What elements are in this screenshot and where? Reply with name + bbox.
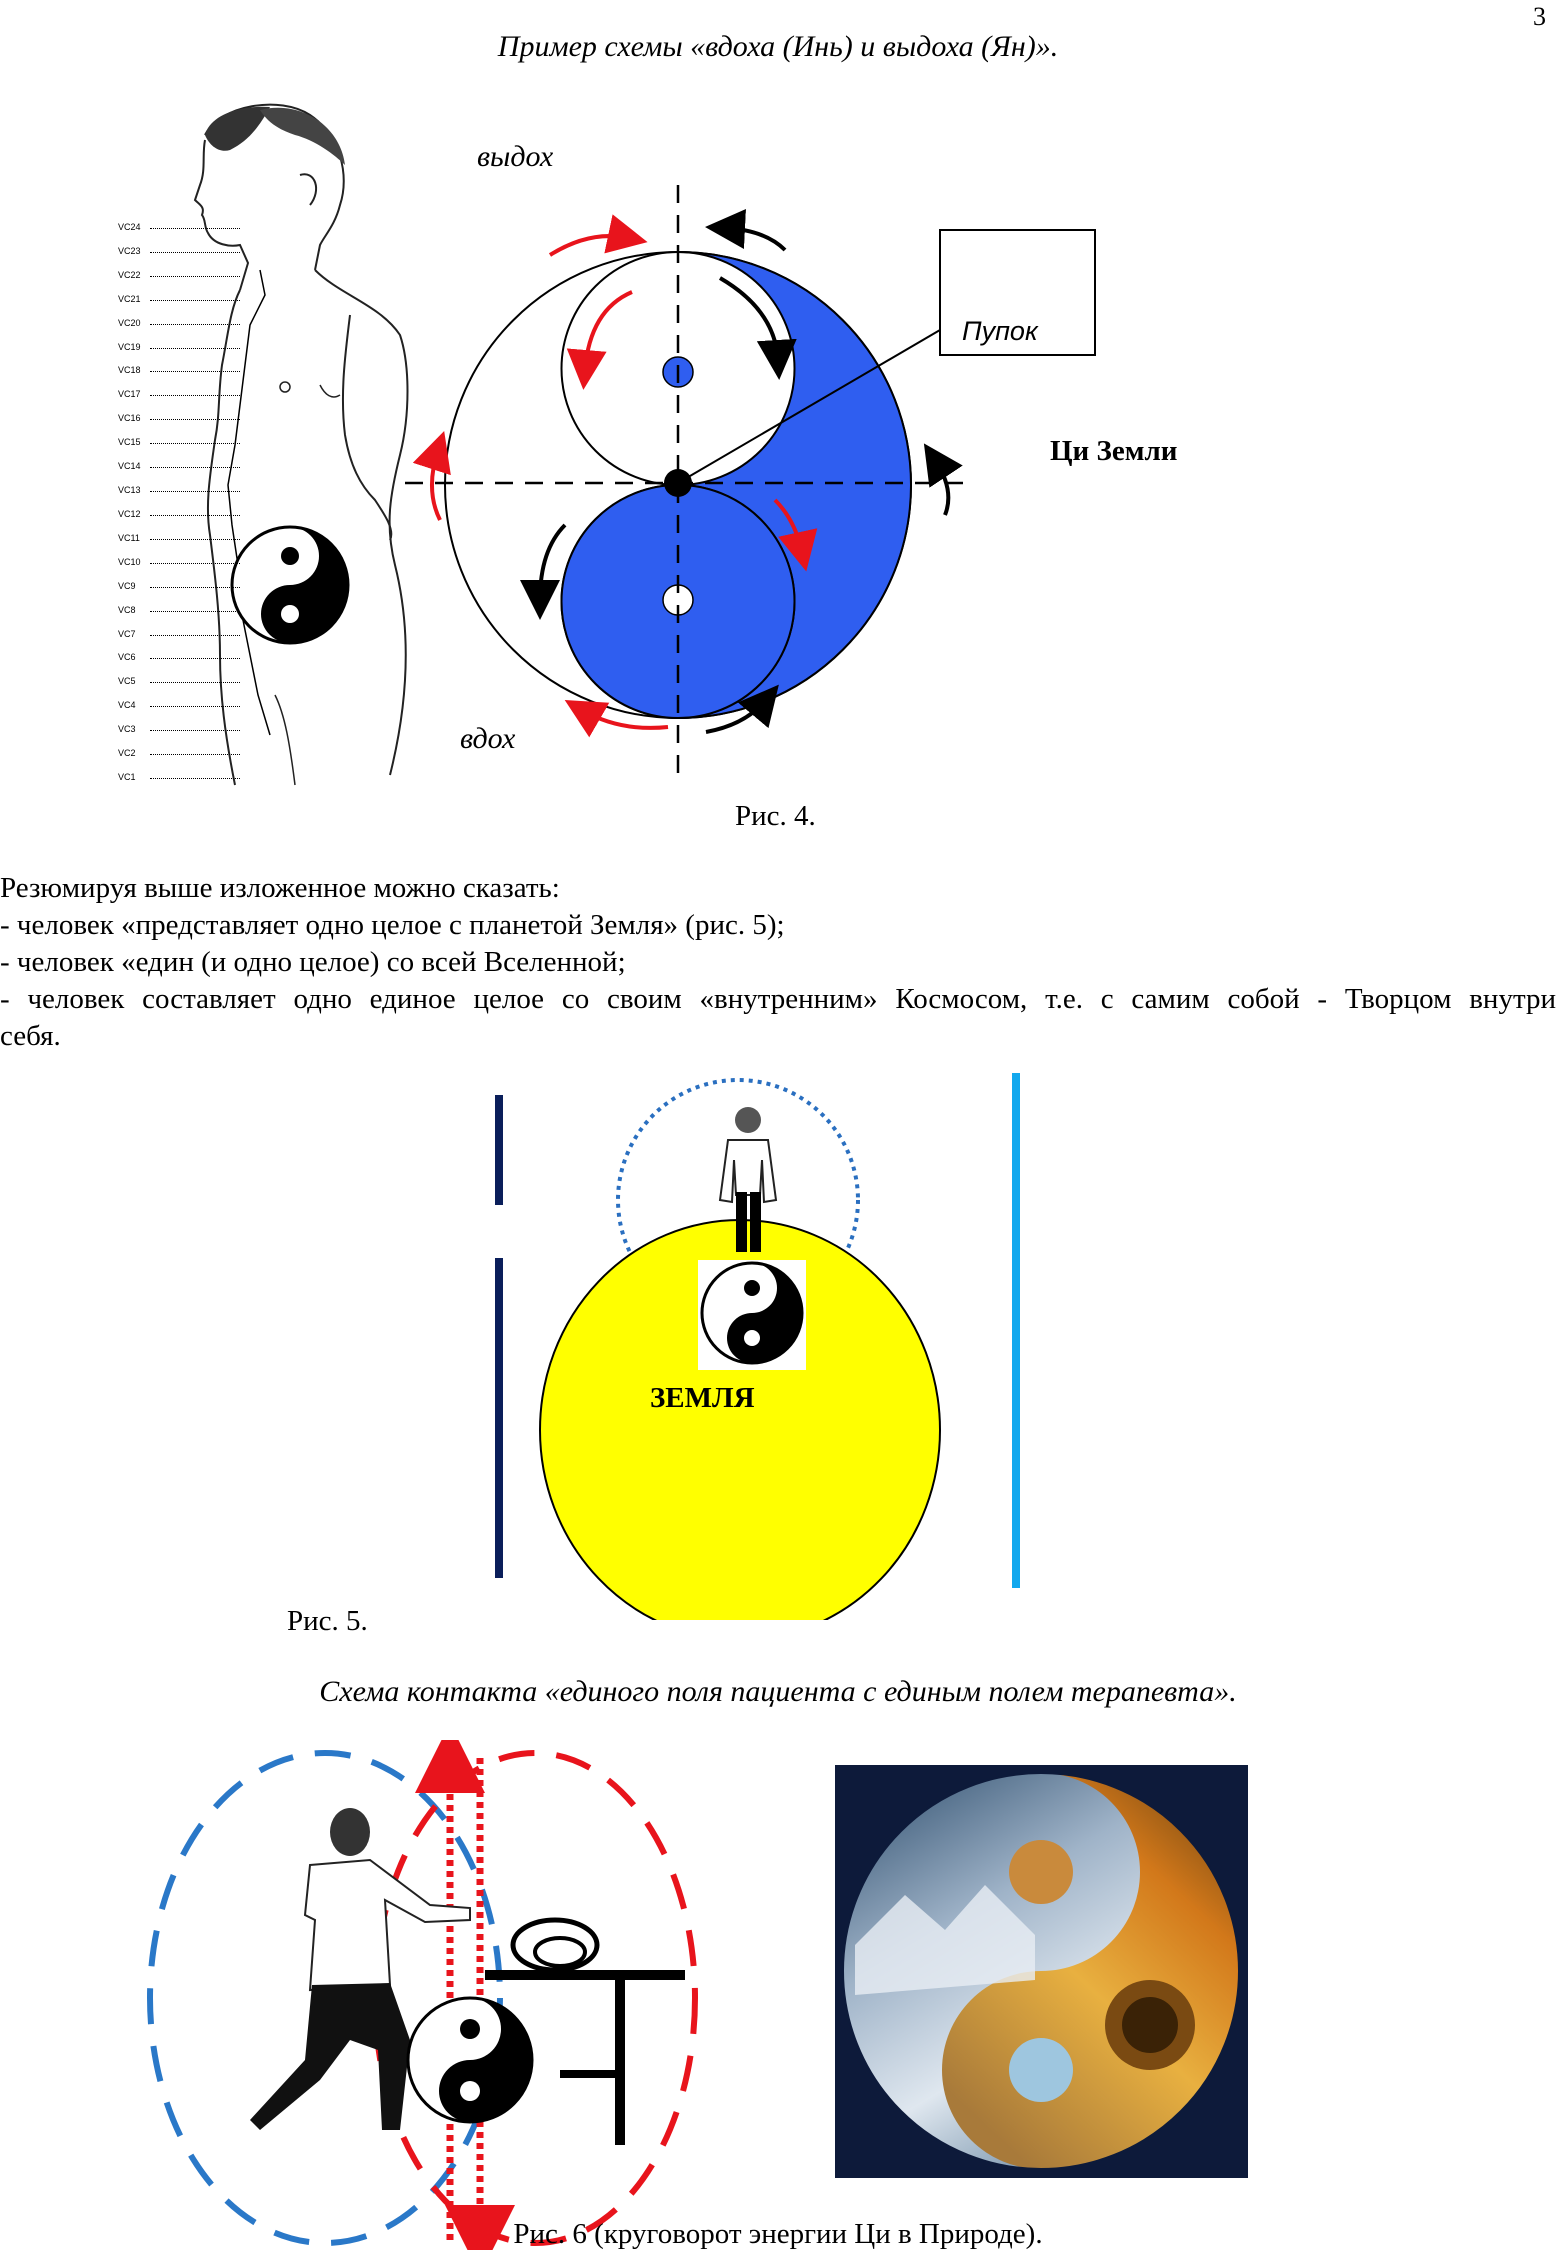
fig6-title: Схема контакта «единого поля пациента с … (319, 1675, 1237, 1708)
fig4-yinyang-diagram (405, 185, 1096, 780)
fig6-therapist-figure (250, 1808, 471, 2130)
vc-point-label: VC11 (118, 532, 140, 543)
vc-point-leader (150, 467, 240, 469)
vc-point-leader (150, 682, 240, 684)
fig4-label-exhale: выдох (477, 140, 554, 173)
vc-point-label: VC10 (118, 556, 141, 567)
fig4-label-earth-qi: Ци Земли (1050, 435, 1178, 467)
summary-item-2: - человек «един (и одно целое) со всей В… (0, 946, 626, 978)
fig4-label-inhale: вдох (460, 722, 516, 755)
summary-item-3-line-1: - человек составляет одно единое целое с… (0, 983, 1556, 1015)
summary-block: Резюмируя выше изложенное можно сказать:… (0, 870, 1556, 1055)
vc-point-label: VC19 (118, 341, 141, 352)
vc-point-leader (150, 562, 240, 564)
vc-point-leader (150, 299, 240, 301)
vc-point-leader (150, 443, 240, 445)
vc-point-label: VC7 (118, 628, 136, 639)
vc-point-leader (150, 754, 240, 756)
summary-intro: Резюмируя выше изложенное можно сказать: (0, 872, 560, 904)
fig4-label-navel: Пупок (962, 316, 1038, 346)
fig4-body-illustration (193, 103, 409, 786)
vc-point-label: VC15 (118, 437, 141, 448)
vc-point-label: VC17 (118, 389, 141, 400)
vc-point-leader (150, 538, 240, 540)
vc-point-label: VC6 (118, 652, 136, 663)
vc-point-leader (150, 395, 240, 397)
vc-point-leader (150, 634, 240, 636)
fig5-caption: Рис. 5. (287, 1605, 368, 1637)
page-number: 3 (1533, 2, 1546, 31)
vc-point-label: VC22 (118, 269, 141, 280)
vc-point-label: VC3 (118, 724, 136, 735)
vc-point-label: VC18 (118, 365, 141, 376)
vc-point-label: VC8 (118, 604, 136, 615)
vc-point-leader (150, 658, 240, 660)
vc-point-leader (150, 706, 240, 708)
vc-point-leader (150, 730, 240, 732)
vc-point-leader (150, 323, 240, 325)
vc-point-leader (150, 251, 240, 253)
fig5-earth-diagram (495, 1073, 1020, 1620)
fig6-caption: Рис. 6 (круговорот энергии Ци в Природе)… (513, 2218, 1043, 2250)
vc-point-leader (150, 610, 240, 612)
vc-point-leader (150, 778, 240, 779)
fig6-nature-yinyang (835, 1765, 1248, 2178)
fig4-title: Пример схемы «вдоха (Инь) и выдоха (Ян)»… (497, 30, 1059, 63)
fig5-earth-label: ЗЕМЛЯ (650, 1382, 755, 1414)
vc-point-leader (150, 586, 240, 588)
vc-point-label: VC14 (118, 461, 141, 472)
summary-item-3-line-2: себя. (0, 1020, 61, 1052)
vc-point-leader (150, 419, 240, 421)
vc-point-label: VC20 (118, 317, 141, 328)
fig5-man-figure (718, 1107, 778, 1252)
fig6-contact-scheme (147, 1740, 698, 2250)
vc-point-label: VC2 (118, 748, 136, 759)
fig6-yinyang-icon (406, 1996, 534, 2124)
vc-point-label: VC9 (118, 580, 136, 591)
vc-point-leader (150, 275, 240, 277)
vc-point-label: VC21 (118, 293, 141, 304)
vc-point-label: VC1 (118, 772, 136, 782)
vc-point-leader (150, 228, 240, 229)
vc-point-label: VC4 (118, 700, 136, 711)
vc-point-label: VC12 (118, 508, 141, 519)
vc-point-label: VC24 (118, 222, 141, 232)
vc-point-label: VC13 (118, 485, 141, 496)
vc-point-leader (150, 491, 240, 493)
vc-point-label: VC23 (118, 245, 141, 256)
vc-point-leader (150, 514, 240, 516)
vc-point-leader (150, 371, 240, 373)
vc-point-leader (150, 347, 240, 349)
fig4-small-yinyang-icon (230, 525, 350, 645)
vc-point-label: VC16 (118, 413, 141, 424)
fig4-caption: Рис. 4. (735, 800, 816, 832)
vc-point-label: VC5 (118, 676, 136, 687)
summary-item-1: - человек «представляет одно целое с пла… (0, 909, 785, 941)
fig5-yinyang-icon (700, 1261, 804, 1365)
